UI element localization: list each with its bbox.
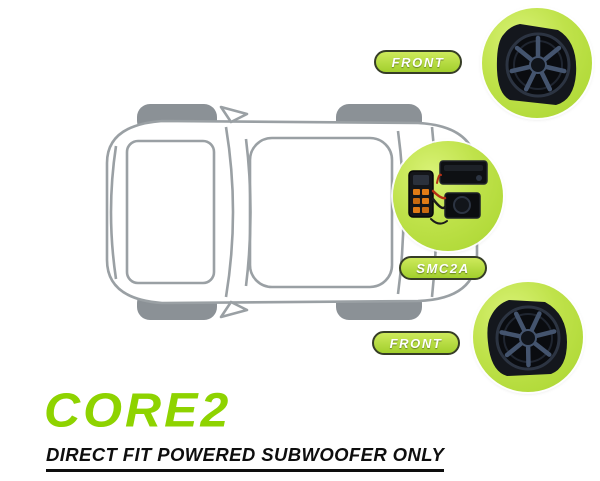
front-label-top-text: FRONT: [391, 54, 445, 70]
front-speaker-callout-top: [482, 8, 592, 118]
smc2a-label: SMC2A: [399, 256, 487, 280]
speaker-icon: [487, 300, 567, 376]
product-title: CORE2: [44, 383, 232, 437]
smc2a-label-text: SMC2A: [416, 260, 470, 276]
front-speaker-callout-bottom: [473, 282, 583, 392]
front-label-top: FRONT: [374, 50, 462, 74]
product-subtitle: DIRECT FIT POWERED SUBWOOFER ONLY: [46, 444, 445, 472]
front-label-bottom: FRONT: [372, 331, 460, 355]
car-body-outline: [105, 105, 479, 319]
smc2a-system-callout: [393, 141, 503, 251]
speaker-icon: [496, 24, 577, 105]
amplifier-icon: [408, 160, 488, 225]
front-label-bottom-text: FRONT: [389, 335, 443, 351]
